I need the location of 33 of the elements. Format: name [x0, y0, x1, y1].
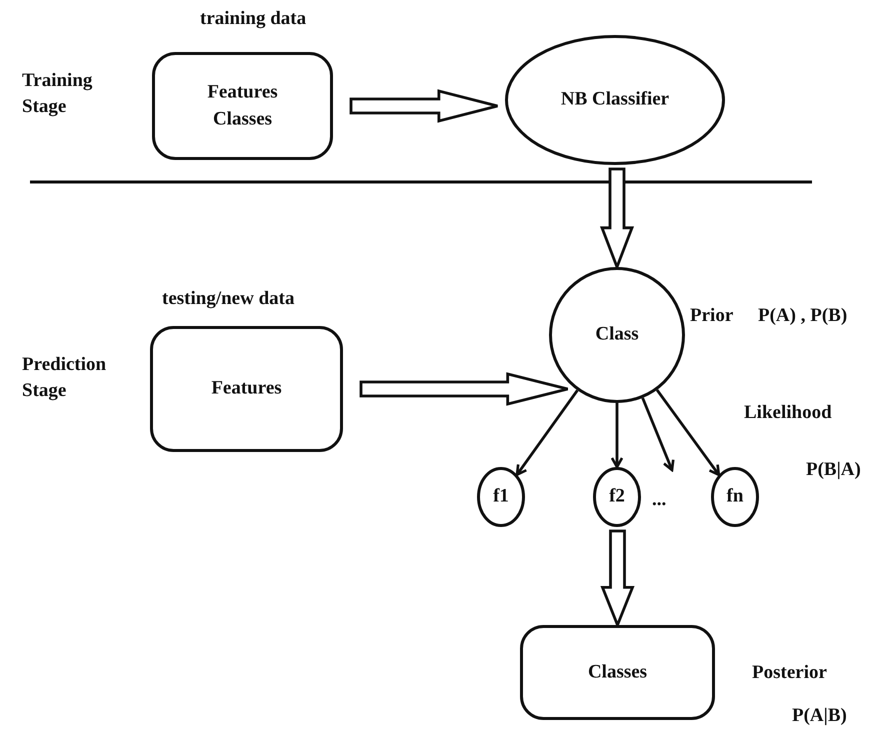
- arrow: [610, 403, 624, 468]
- node-caption: training data: [200, 7, 306, 31]
- annotation-label: Likelihood: [744, 401, 832, 425]
- ellipse-node: [549, 267, 685, 403]
- node-caption: P(A) , P(B): [758, 304, 848, 328]
- node-caption: testing/new data: [162, 287, 294, 311]
- arrow: [641, 397, 675, 472]
- annotation-label: Prediction Stage: [22, 353, 108, 403]
- ellipsis-label: ...: [652, 488, 666, 512]
- node-label: f2: [609, 484, 625, 509]
- node-label: Features: [211, 376, 282, 401]
- node-label: Classes: [588, 660, 648, 684]
- annotation-label: P(B|A): [806, 458, 861, 482]
- ellipse-node: [505, 35, 725, 165]
- process-box: [520, 625, 715, 720]
- node-label: NB Classifier: [560, 88, 670, 112]
- ellipse-node: [477, 467, 525, 527]
- arrow: [516, 389, 579, 476]
- annotation-label: Training Stage: [22, 69, 94, 119]
- node-caption: Posterior: [752, 661, 827, 685]
- node-label: Class: [595, 322, 639, 347]
- node-label: fn: [726, 484, 744, 509]
- node-caption: P(A|B): [792, 704, 847, 728]
- node-label: Features Classes: [206, 80, 279, 131]
- ellipse-node: [711, 467, 759, 527]
- node-label: f1: [493, 484, 509, 509]
- node-caption: Prior: [690, 304, 734, 328]
- process-box: [150, 326, 343, 452]
- arrow: [656, 389, 720, 476]
- block-arrow: [350, 89, 499, 123]
- ellipse-node: [593, 467, 641, 527]
- process-box: [152, 52, 333, 160]
- block-arrow: [360, 372, 570, 406]
